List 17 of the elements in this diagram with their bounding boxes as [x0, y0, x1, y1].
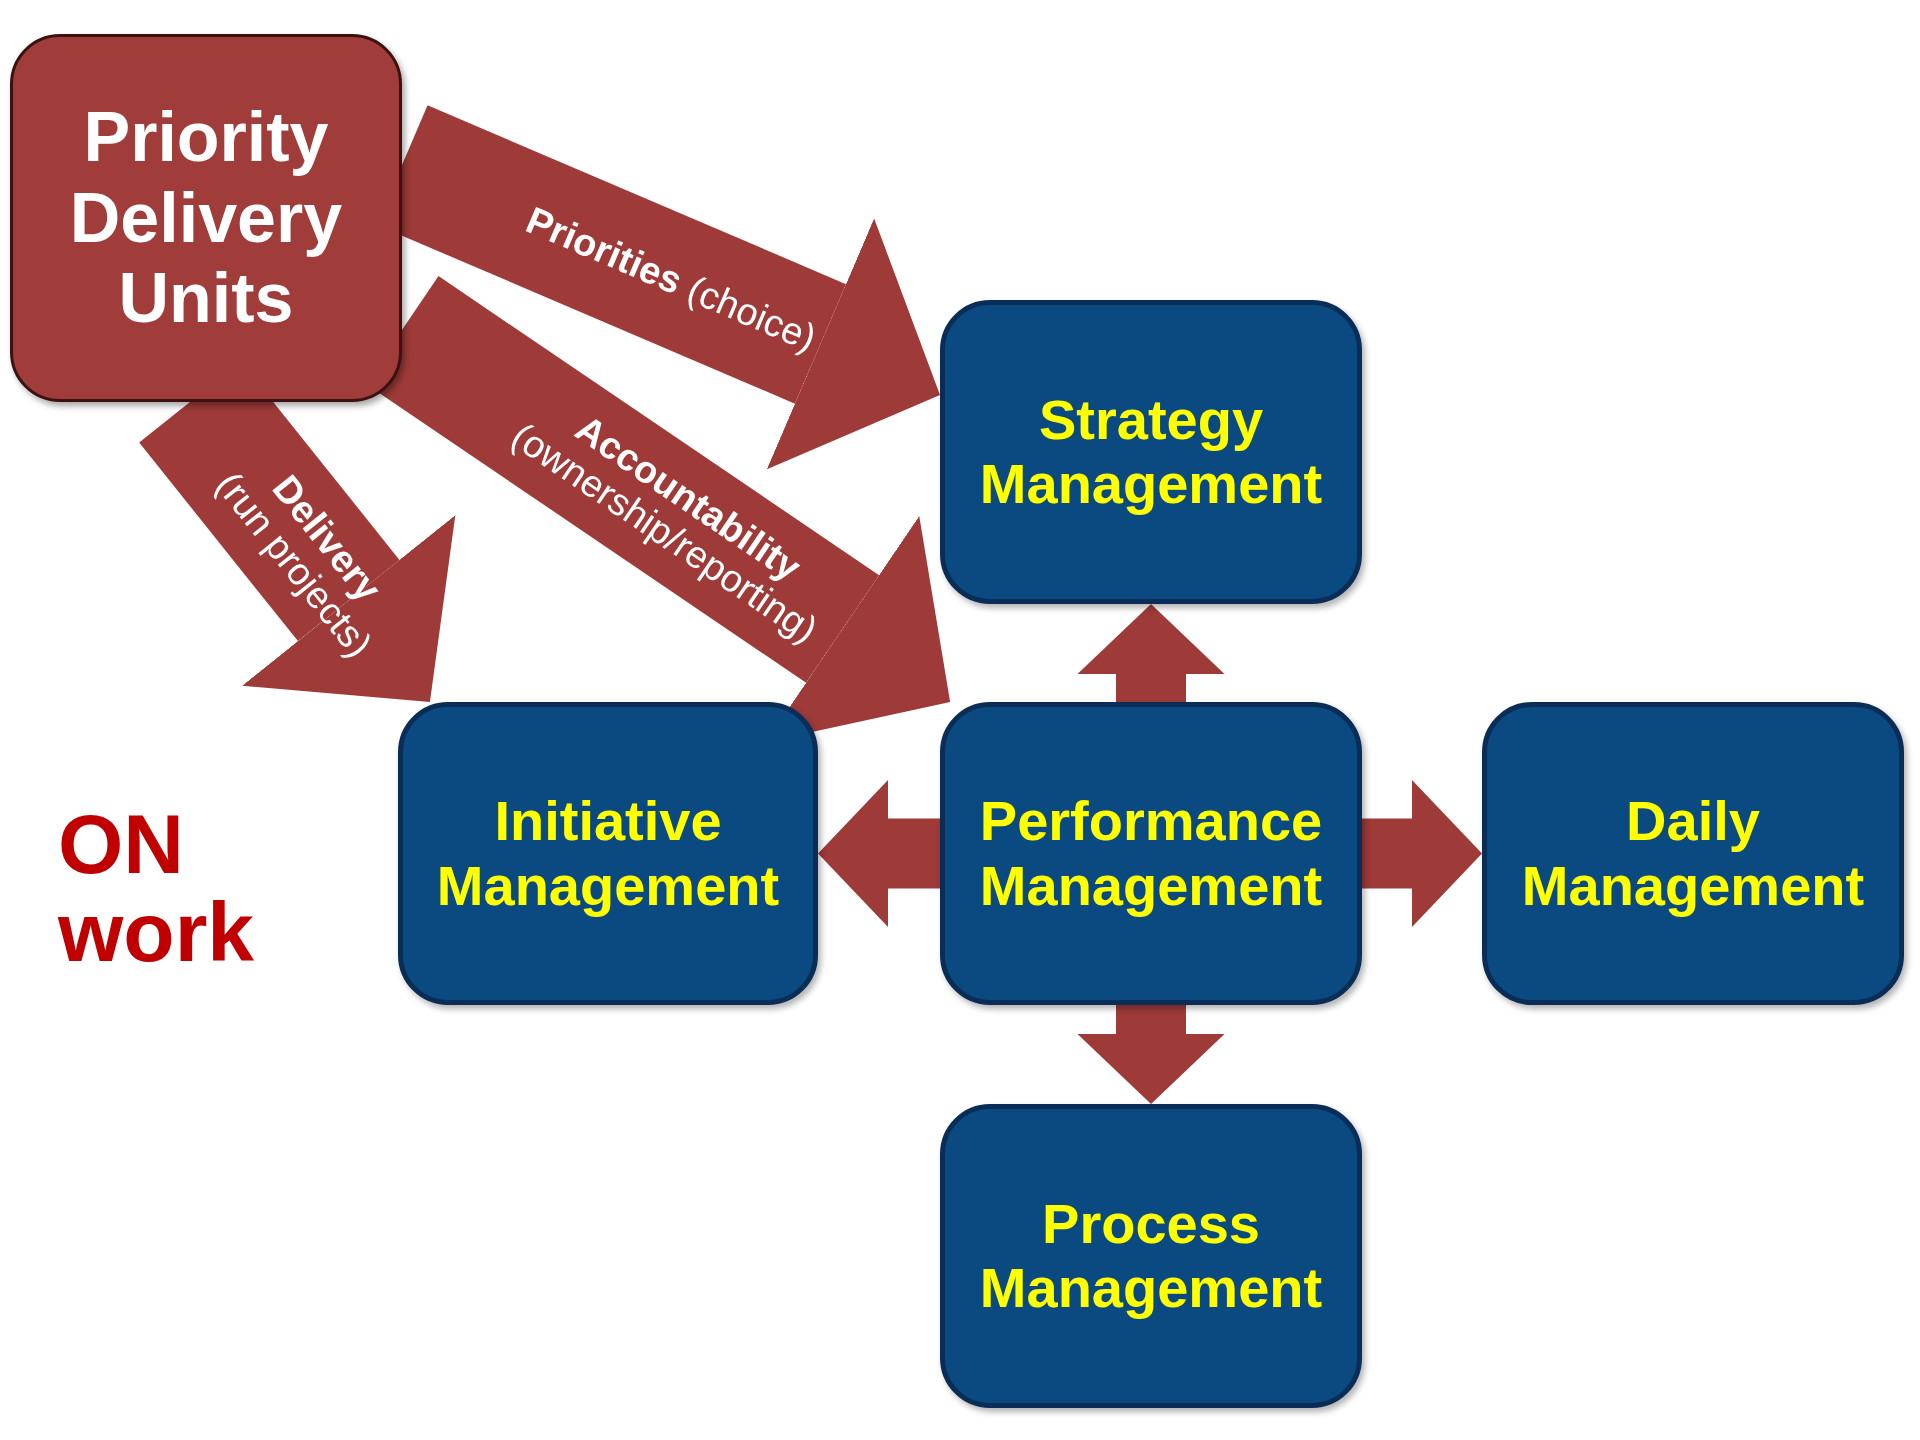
- node-text: Process Management: [978, 1191, 1324, 1321]
- node-text: Priority Delivery Units: [68, 97, 344, 339]
- rounded-box: [940, 702, 1362, 1005]
- rounded-box: [940, 300, 1362, 604]
- node-text: Daily Management: [1520, 789, 1866, 918]
- note-text: ON work: [58, 800, 256, 977]
- block-arrow: [1077, 604, 1225, 702]
- node-text: Strategy Management: [978, 387, 1324, 517]
- block-arrow: [1077, 1005, 1225, 1104]
- rounded-box: [398, 702, 818, 1005]
- rounded-box: [940, 1104, 1362, 1408]
- block-arrow: [1362, 780, 1482, 927]
- node-text: Performance Management: [978, 789, 1324, 918]
- rounded-box: [1482, 702, 1904, 1005]
- node-text: Initiative Management: [435, 789, 781, 918]
- block-arrow: [818, 780, 940, 927]
- rounded-box: [10, 34, 402, 402]
